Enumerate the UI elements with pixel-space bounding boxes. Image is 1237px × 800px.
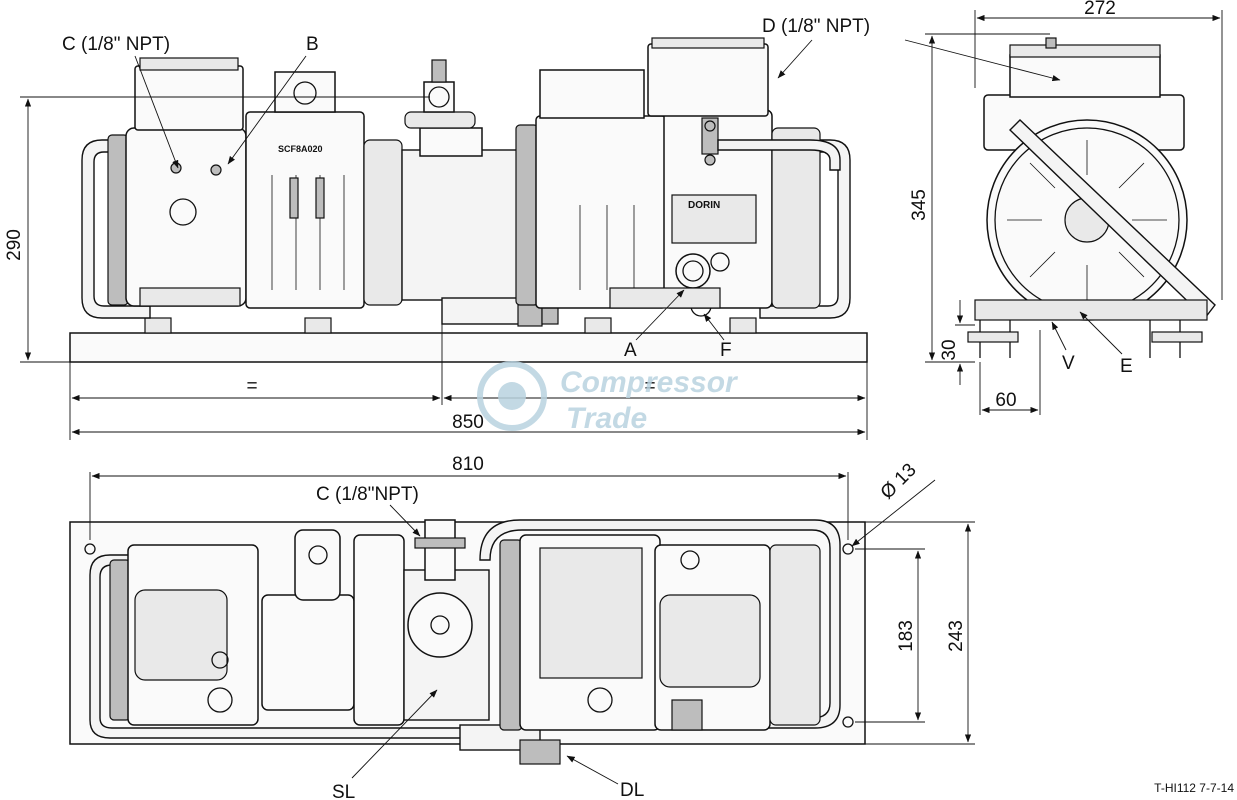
label-b: B — [306, 34, 319, 55]
label-d: D (1/8" NPT) — [762, 16, 870, 37]
front-base-plate — [69, 332, 868, 363]
watermark-line2: Trade — [566, 402, 647, 435]
watermark: Compressor Trade — [477, 361, 739, 435]
dim-width-side: 272 — [1084, 0, 1116, 19]
dim-length-top: 810 — [452, 454, 484, 475]
dim-half-right: = — [644, 376, 655, 397]
dim-width-top-outer: 243 — [946, 620, 967, 652]
right-nameplate — [671, 194, 757, 244]
right-brand-plate: DORIN — [688, 200, 720, 211]
watermark-line1: Compressor — [560, 366, 739, 399]
dim-foot-height: 30 — [939, 339, 960, 360]
dim-length-total: 850 — [452, 412, 484, 433]
top-view: 810 183 243 Ø 13 C (1/8"NPT) SL DL — [69, 454, 975, 800]
dim-height-side: 345 — [909, 189, 930, 221]
dim-width-top-inner: 183 — [896, 620, 917, 652]
label-e: E — [1120, 356, 1133, 377]
drawing-reference: T-HI112 7-7-14 — [1154, 781, 1234, 795]
dim-half-left: = — [246, 376, 257, 397]
terminal-box — [539, 547, 643, 679]
dim-foot-width: 60 — [995, 390, 1016, 411]
label-c-top: C (1/8" NPT) — [62, 34, 170, 55]
label-a: A — [624, 340, 637, 361]
front-compressor-right: DORIN — [515, 37, 841, 317]
label-dl: DL — [620, 780, 644, 800]
label-sl: SL — [332, 782, 355, 800]
left-model-plate: SCF8A020 — [278, 144, 323, 154]
dim-height-front: 290 — [4, 229, 25, 261]
label-f: F — [720, 340, 732, 361]
label-v: V — [1062, 353, 1075, 374]
front-compressor-left: SCF8A020 — [107, 57, 403, 309]
front-view: SCF8A020 DORIN — [4, 16, 870, 440]
side-view: 272 345 30 60 V E — [904, 0, 1223, 415]
label-c-bottom: C (1/8"NPT) — [316, 484, 419, 505]
